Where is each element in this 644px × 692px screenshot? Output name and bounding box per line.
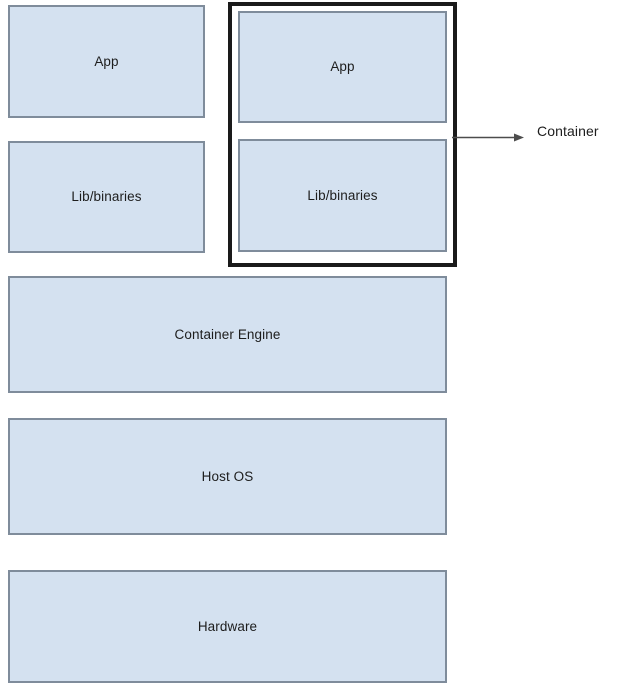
box-app-left-label: App bbox=[94, 53, 119, 69]
box-lib-binaries-container: Lib/binaries bbox=[238, 139, 447, 252]
box-lib-binaries-left: Lib/binaries bbox=[8, 141, 205, 253]
box-lib-binaries-container-label: Lib/binaries bbox=[307, 187, 378, 203]
box-app-container: App bbox=[238, 11, 447, 123]
box-app-container-label: App bbox=[330, 59, 355, 75]
box-hardware-label: Hardware bbox=[197, 618, 258, 634]
box-hardware: Hardware bbox=[8, 570, 447, 683]
box-host-os-label: Host OS bbox=[201, 468, 254, 484]
box-host-os: Host OS bbox=[8, 418, 447, 535]
box-app-left: App bbox=[8, 5, 205, 118]
box-container-engine: Container Engine bbox=[8, 276, 447, 393]
container-callout-arrow-icon bbox=[452, 133, 524, 142]
box-lib-binaries-left-label: Lib/binaries bbox=[71, 189, 142, 205]
container-callout-label: Container bbox=[537, 123, 599, 139]
box-container-engine-label: Container Engine bbox=[174, 326, 281, 342]
